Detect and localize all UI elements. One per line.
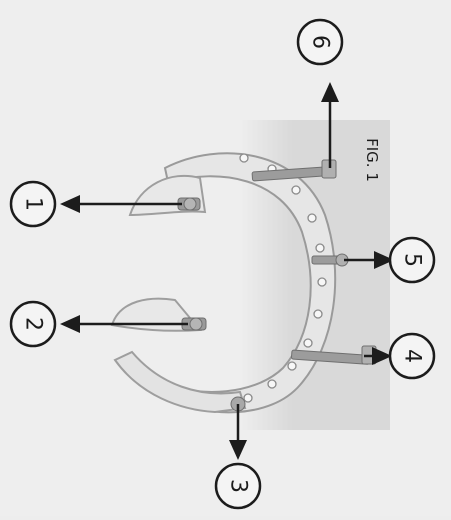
callout-6-number: 6: [308, 35, 333, 49]
callout-4-number: 4: [400, 349, 425, 363]
callout-leader-2: [60, 315, 188, 333]
callout-3: 3: [214, 462, 262, 510]
callout-2-number: 2: [21, 317, 46, 331]
ring-holes: [239, 153, 327, 403]
callout-leader-5: [344, 251, 394, 269]
callout-3-number: 3: [226, 479, 251, 493]
bolt-1: [177, 197, 201, 211]
callout-leader-3: [229, 404, 247, 460]
callout-2: 2: [9, 300, 57, 348]
callout-5: 5: [388, 236, 436, 284]
callout-6: 6: [296, 18, 344, 66]
bolt-6: [251, 159, 337, 182]
figure-label: FIG. 1: [363, 138, 381, 182]
callout-1-number: 1: [21, 197, 46, 211]
callout-leader-6: [321, 82, 339, 168]
bolt-2: [181, 317, 207, 331]
callout-leader-1: [60, 195, 182, 213]
callout-4: 4: [388, 332, 436, 380]
callout-leader-4: [364, 347, 392, 365]
bolt-5: [311, 253, 349, 267]
callout-5-number: 5: [400, 253, 425, 267]
lower-mounting-arm: [113, 350, 247, 414]
middle-mounting-tab: [110, 297, 203, 332]
callout-1: 1: [9, 180, 57, 228]
